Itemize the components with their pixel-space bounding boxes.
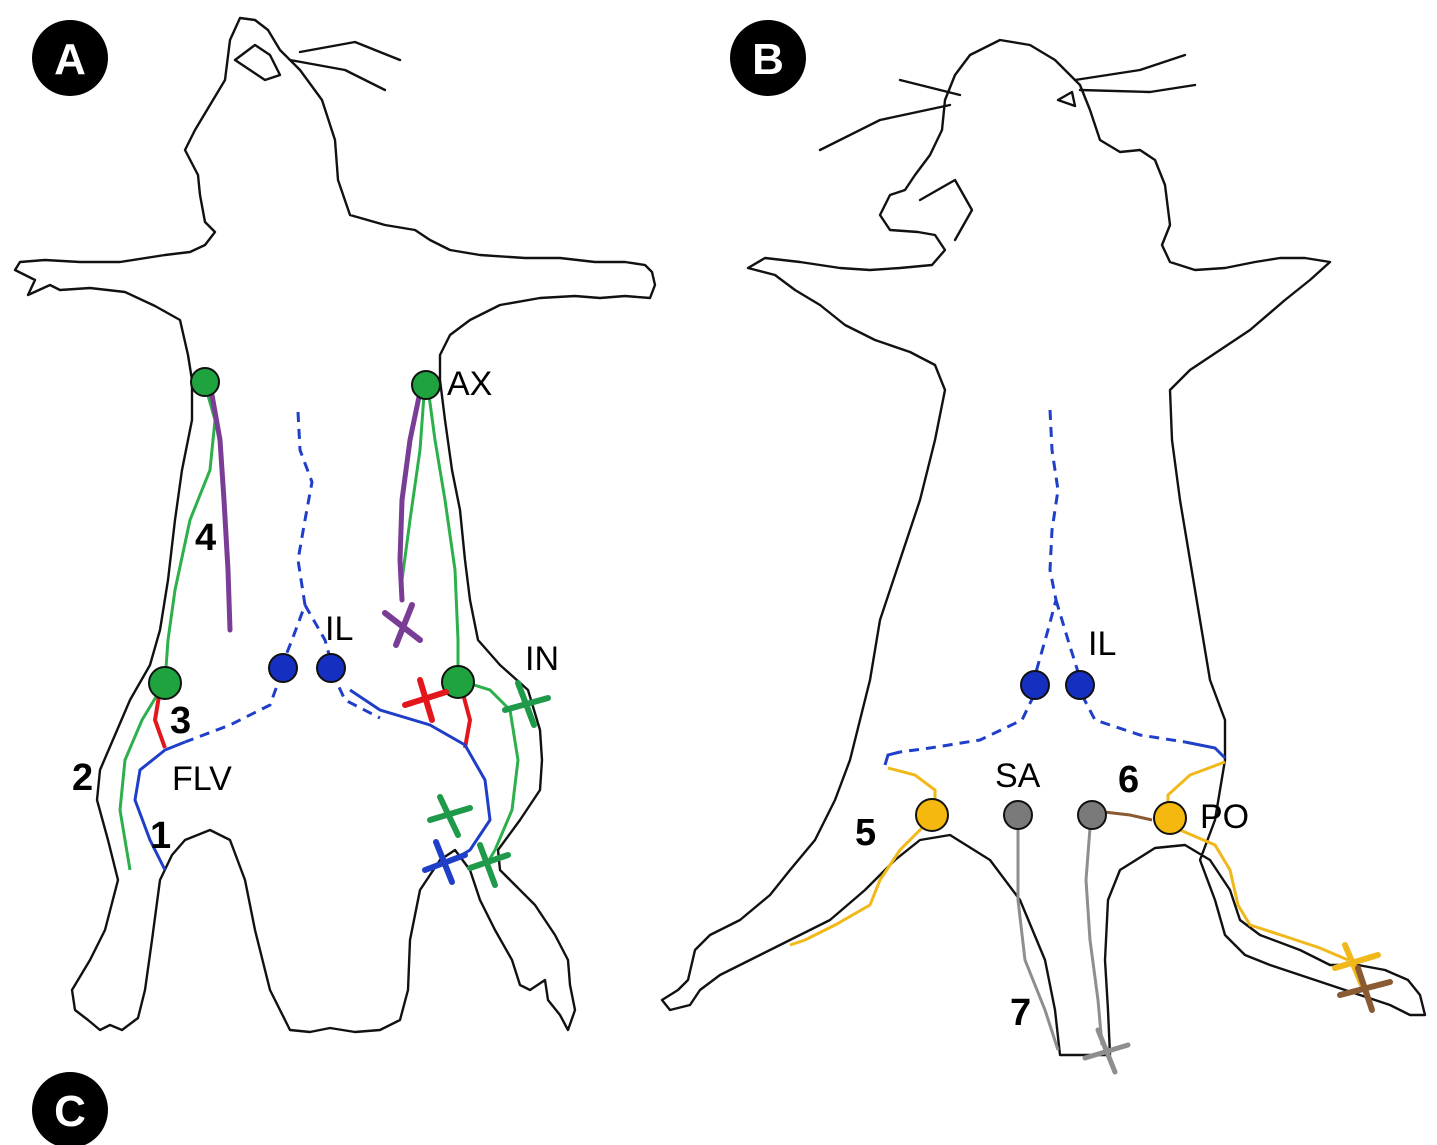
- label-il-a: IL: [325, 610, 353, 648]
- mouse-outline-b: [662, 40, 1425, 1055]
- cross-green-lower: [430, 797, 470, 835]
- b-label-num-6: 6: [1118, 759, 1139, 801]
- mouse-snout-a: [235, 45, 280, 80]
- b-node-po-right: [1154, 802, 1186, 834]
- label-num-4: 4: [195, 517, 216, 559]
- node-il-right: [317, 654, 345, 682]
- b-vessel-brown: [1104, 812, 1152, 820]
- label-num-2: 2: [72, 757, 93, 799]
- label-ax: AX: [447, 365, 492, 403]
- b-cross-gold: [1335, 945, 1378, 985]
- vessel-blue-dashed-main: [282, 412, 312, 665]
- b-node-il-left: [1021, 671, 1049, 699]
- b-node-sa-right: [1078, 801, 1106, 829]
- b-label-num-5: 5: [855, 812, 876, 854]
- cross-purple: [385, 605, 420, 645]
- node-ax-right: [412, 371, 440, 399]
- mouse-ear-b: [920, 180, 972, 240]
- mouse-whisker-b: [820, 55, 1195, 150]
- vessel-blue-dashed-left: [185, 672, 282, 742]
- cross-green-bottom: [470, 845, 508, 885]
- b-label-il: IL: [1088, 625, 1116, 663]
- b-vessel-blue-dashed-right: [1082, 695, 1185, 742]
- b-node-sa-left: [1004, 801, 1032, 829]
- label-num-1: 1: [150, 815, 171, 857]
- vessel-green-right: [428, 388, 518, 862]
- b-vessel-blue-dashed-branch: [1056, 600, 1078, 672]
- b-vessel-blue-dashed-main: [1036, 410, 1058, 672]
- b-label-po: PO: [1200, 798, 1249, 836]
- b-vessel-grey-right: [1086, 828, 1102, 1045]
- cross-red: [405, 680, 446, 720]
- panel-b: B: [662, 20, 1425, 1072]
- b-label-num-7: 7: [1010, 992, 1031, 1034]
- b-node-po-left: [916, 799, 948, 831]
- label-num-3: 3: [170, 700, 191, 742]
- b-cross-grey: [1085, 1030, 1128, 1072]
- label-in: IN: [525, 640, 559, 678]
- panel-c: C: [32, 1072, 108, 1145]
- panel-c-letter: C: [54, 1087, 86, 1136]
- b-vessel-blue-dashed-left: [900, 695, 1034, 752]
- cross-blue: [425, 842, 465, 882]
- panel-a-letter: A: [54, 35, 86, 84]
- b-vessel-blue-solid-right: [1185, 742, 1225, 758]
- b-node-il-right: [1066, 671, 1094, 699]
- node-ax-left: [191, 368, 219, 396]
- panel-a: A: [15, 18, 655, 1032]
- panel-b-letter: B: [752, 35, 784, 84]
- vessel-red-right: [462, 690, 470, 748]
- mouse-eye-b: [1058, 92, 1075, 106]
- node-in-left: [149, 667, 181, 699]
- label-flv: FLV: [172, 760, 232, 798]
- b-vessel-blue-solid-left: [885, 752, 900, 765]
- mouse-whisker-a: [290, 42, 400, 90]
- b-label-sa: SA: [995, 757, 1041, 795]
- mouse-outline-a: [15, 18, 655, 1032]
- node-il-left: [269, 654, 297, 682]
